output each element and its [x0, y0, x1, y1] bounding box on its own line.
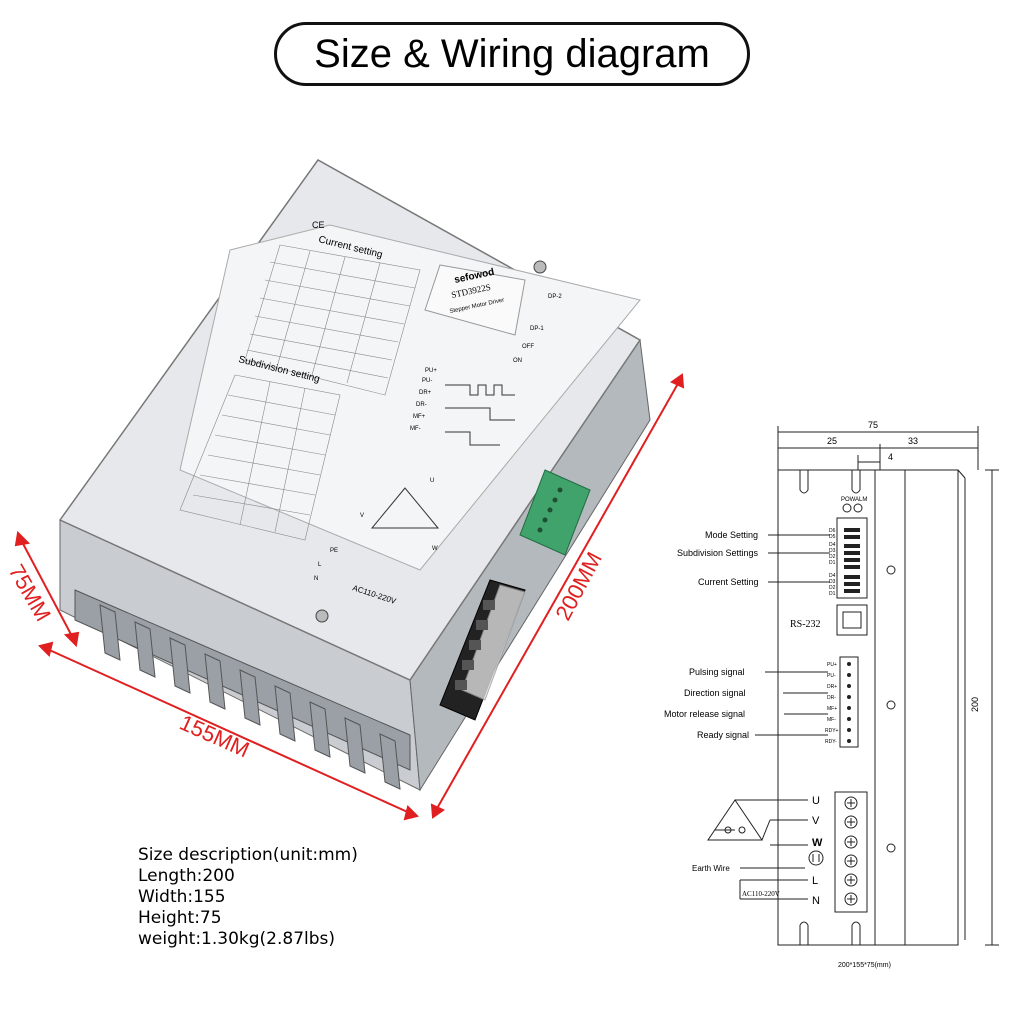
pin-pu-minus: PU-	[422, 378, 432, 384]
page-title: Size & Wiring diagram	[274, 22, 750, 86]
svg-text:MF-: MF-	[827, 717, 836, 723]
terminal-w-label: W	[812, 837, 823, 849]
pin-mf-minus: MF-	[410, 426, 421, 432]
n-label: N	[314, 576, 318, 582]
svg-text:RDY+: RDY+	[825, 728, 839, 734]
ready-signal-label: Ready signal	[697, 730, 749, 740]
rs232-label: RS-232	[790, 619, 821, 630]
driver-outline	[777, 469, 959, 946]
pulsing-signal-label: Pulsing signal	[689, 667, 745, 677]
svg-text:D6: D6	[829, 528, 836, 534]
svg-text:PU-: PU-	[827, 673, 836, 679]
svg-text:D2: D2	[829, 585, 836, 591]
pin-mf-plus: MF+	[413, 414, 426, 420]
terminal-u-label: U	[812, 795, 820, 807]
rs232-port	[836, 604, 868, 636]
subdivision-settings-label: Subdivision Settings	[677, 548, 759, 558]
svg-text:D3: D3	[829, 548, 836, 554]
svg-text:D4: D4	[829, 573, 836, 579]
dip2-label: DP-2	[548, 294, 562, 300]
svg-text:D5: D5	[829, 534, 836, 540]
heat-sink	[74, 589, 411, 790]
l-label: L	[318, 562, 322, 568]
signal-terminal-block	[519, 469, 591, 556]
terminal-v-label: V	[812, 815, 820, 827]
dim-4: 4	[888, 452, 893, 462]
mode-setting-label: Mode Setting	[705, 530, 758, 540]
dim-25: 25	[827, 436, 837, 446]
spec-weight: weight:1.30kg(2.87lbs)	[138, 929, 336, 949]
earth-wire-label: Earth Wire	[692, 864, 730, 873]
svg-text:ALM: ALM	[855, 497, 867, 503]
svg-text:MF+: MF+	[827, 706, 837, 712]
terminal-l-label: L	[812, 875, 818, 887]
ac-input-label: AC110-220V	[742, 890, 780, 898]
power-terminal-block	[439, 579, 526, 721]
current-setting-label: Current Setting	[698, 577, 759, 587]
motor-w-label: W	[432, 546, 438, 552]
spec-height: Height:75	[138, 908, 222, 928]
svg-text:D3: D3	[829, 579, 836, 585]
current-setting-table	[244, 244, 421, 396]
svg-text:PU+: PU+	[827, 662, 837, 668]
ce-mark: CE	[312, 220, 325, 230]
dimension-arrows	[14, 373, 685, 821]
svg-text:D4: D4	[829, 542, 836, 548]
dimensions-footer: 200*155*75(mm)	[838, 962, 891, 969]
dip1-label: DP-1	[530, 326, 544, 332]
svg-text:DR+: DR+	[827, 684, 837, 690]
svg-text:DR-: DR-	[827, 695, 836, 701]
pow-led	[842, 503, 852, 513]
alm-led	[853, 503, 863, 513]
power-terminal	[834, 791, 868, 913]
svg-text:POW: POW	[841, 497, 856, 503]
screw-top	[533, 260, 547, 274]
dim-200: 200	[970, 697, 980, 712]
on-label: ON	[513, 358, 522, 364]
size-description-heading: Size description(unit:mm)	[138, 845, 358, 865]
direction-signal-label: Direction signal	[684, 688, 746, 698]
signal-pin-header	[839, 656, 859, 748]
terminal-n-label: N	[812, 895, 820, 907]
svg-text:D1: D1	[829, 560, 836, 566]
dim-75: 75	[868, 420, 878, 430]
motor-u-label: U	[430, 478, 434, 484]
pin-dr-plus: DR+	[419, 390, 432, 396]
svg-text:RDY-: RDY-	[825, 739, 837, 745]
size-description: Size description(unit:mm) Length:200 Wid…	[138, 845, 358, 950]
dim-33: 33	[908, 436, 918, 446]
dip-switch-block	[836, 517, 868, 599]
svg-text:D1: D1	[829, 591, 836, 597]
motor-release-signal-label: Motor release signal	[664, 709, 745, 719]
pe-label: PE	[330, 548, 338, 554]
svg-text:D2: D2	[829, 554, 836, 560]
off-label: OFF	[522, 344, 534, 350]
pin-dr-minus: DR-	[416, 402, 427, 408]
pin-pu-plus: PU+	[425, 368, 437, 374]
spec-width: Width:155	[138, 887, 226, 907]
screw-bottom	[315, 609, 329, 623]
subdivision-setting-table	[179, 374, 341, 541]
spec-length: Length:200	[138, 866, 235, 886]
motor-v-label: V	[360, 513, 364, 519]
